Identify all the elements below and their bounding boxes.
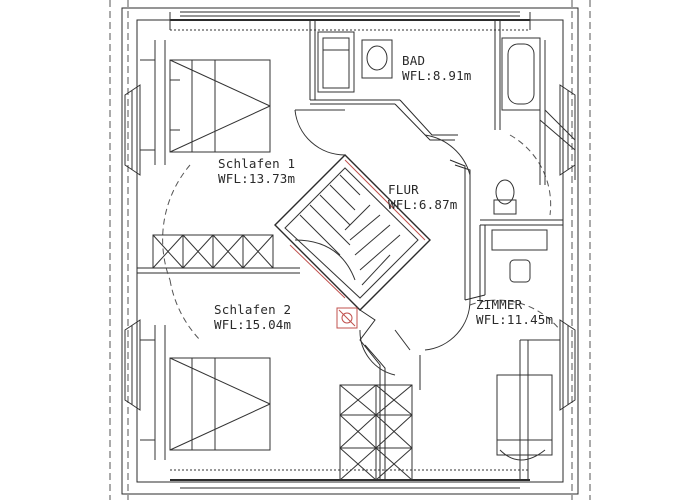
sink-icon xyxy=(361,39,393,79)
door-swing-icon xyxy=(294,109,471,376)
room-flur: FLUR WFL:6.87m xyxy=(388,182,458,212)
desk-icon xyxy=(491,229,548,283)
room-area: WFL:13.73m xyxy=(218,171,296,186)
room-name: Schlafen 1 xyxy=(218,156,296,171)
door-swing-icon xyxy=(162,134,561,341)
wardrobe-icon xyxy=(152,234,274,269)
wardrobe-icon xyxy=(339,384,413,481)
room-name: ZIMMER xyxy=(476,297,523,312)
roof-outline xyxy=(109,0,591,500)
outer-walls xyxy=(121,7,579,495)
dormer-top xyxy=(169,12,531,31)
window-icon xyxy=(124,84,576,411)
roof-window-right xyxy=(519,40,576,480)
bathtub-icon xyxy=(501,37,541,111)
flur-walls xyxy=(359,309,421,480)
room-name: FLUR xyxy=(388,182,419,197)
stair-railing xyxy=(289,159,426,299)
dormer-left xyxy=(140,40,166,460)
room-area: WFL:15.04m xyxy=(214,317,292,332)
room-area: WFL:11.45m xyxy=(476,312,554,327)
toilet-icon xyxy=(493,179,517,215)
room-area: WFL:6.87m xyxy=(388,197,458,212)
zimmer-walls xyxy=(449,159,563,301)
interior-wall xyxy=(137,267,300,274)
room-name: BAD xyxy=(402,53,426,68)
stair-icon xyxy=(274,154,431,311)
bath-walls xyxy=(309,20,501,141)
room-bad: BAD WFL:8.91m xyxy=(402,53,472,83)
shower-icon xyxy=(317,31,355,93)
room-name: Schlafen 2 xyxy=(214,302,292,317)
bed-icon xyxy=(169,59,271,153)
bed-icon xyxy=(496,374,553,461)
bed-icon xyxy=(169,357,271,451)
chimney-icon xyxy=(336,307,358,329)
room-schlafen-2: Schlafen 2 WFL:15.04m xyxy=(214,302,291,332)
room-zimmer: ZIMMER WFL:11.45m xyxy=(476,297,553,327)
room-area: WFL:8.91m xyxy=(402,68,472,83)
room-schlafen-1: Schlafen 1 WFL:13.73m xyxy=(218,156,295,186)
